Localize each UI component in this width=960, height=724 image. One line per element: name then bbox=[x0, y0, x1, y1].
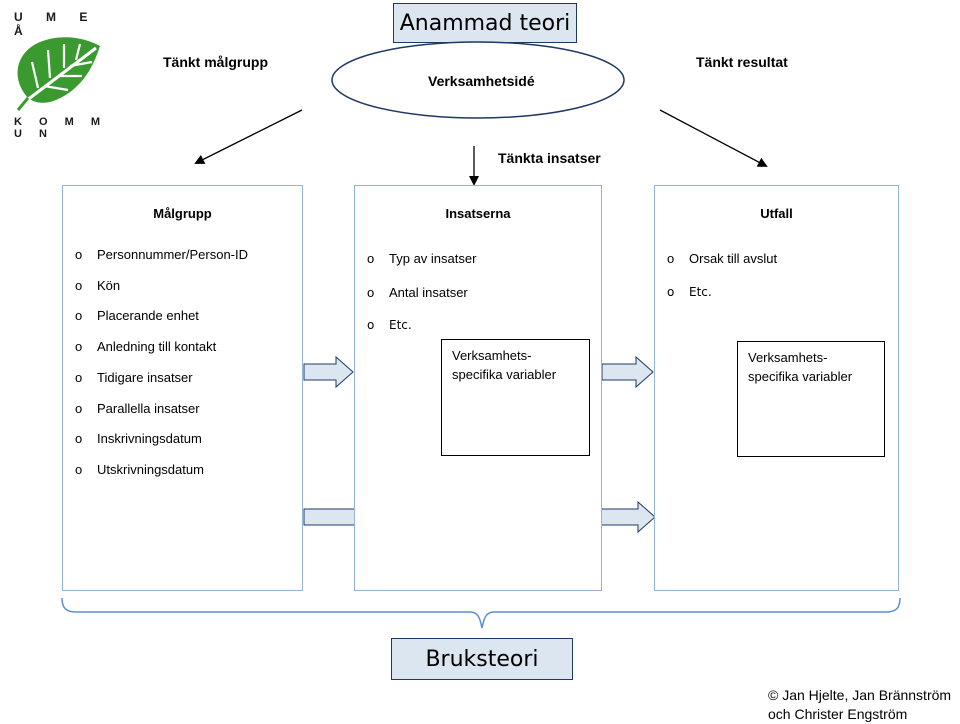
bruksteori-box: Bruksteori bbox=[391, 638, 573, 680]
variables-label-line1: Verksamhets- bbox=[452, 348, 532, 363]
variables-box-insatserna: Verksamhets- specifika variabler bbox=[441, 339, 590, 456]
variables-label-line2: specifika variabler bbox=[748, 369, 853, 384]
copyright-line2: och Christer Engström bbox=[768, 706, 908, 722]
target-group-label: Tänkt målgrupp bbox=[163, 54, 269, 70]
logo-bottom-text: K O M M U N bbox=[14, 116, 107, 140]
business-idea-label: Verksamhetsidé bbox=[428, 73, 535, 89]
logo: U M E Å K O M M U N bbox=[8, 10, 108, 140]
list-item: Anledning till kontakt bbox=[75, 332, 248, 363]
malgrupp-list: Personnummer/Person-ID Kön Placerande en… bbox=[75, 240, 248, 486]
list-item: Utskrivningsdatum bbox=[75, 455, 248, 486]
column-title-utfall: Utfall bbox=[760, 206, 793, 221]
planned-actions-label: Tänkta insatser bbox=[498, 150, 601, 166]
block-arrow-malgrupp-insatser bbox=[303, 355, 354, 389]
list-item: Orsak till avslut bbox=[667, 242, 777, 276]
birch-leaf-icon bbox=[16, 37, 101, 111]
theory-title-box: Anammad teori bbox=[393, 3, 577, 43]
bottom-brace bbox=[61, 597, 901, 629]
list-item: Kön bbox=[75, 271, 248, 302]
copyright-line1: © Jan Hjelte, Jan Brännström bbox=[768, 687, 952, 703]
logo-top-text: U M E Å bbox=[14, 10, 98, 38]
list-item: Placerande enhet bbox=[75, 301, 248, 332]
column-malgrupp: Målgrupp Personnummer/Person-ID Kön Plac… bbox=[62, 185, 303, 591]
result-label: Tänkt resultat bbox=[696, 54, 788, 70]
list-item: Personnummer/Person-ID bbox=[75, 240, 248, 271]
list-item: Tidigare insatser bbox=[75, 363, 248, 394]
variables-label-line1: Verksamhets- bbox=[748, 350, 828, 365]
list-item: Etc. bbox=[667, 276, 777, 310]
list-item: Antal insatser bbox=[367, 276, 476, 310]
column-title-insatserna: Insatserna bbox=[445, 206, 511, 221]
list-item: Etc. bbox=[367, 309, 476, 343]
column-title-malgrupp: Målgrupp bbox=[153, 206, 212, 221]
arrow-to-result bbox=[659, 109, 768, 167]
copyright: © Jan Hjelte, Jan Brännström och Christe… bbox=[768, 686, 951, 724]
utfall-list: Orsak till avslut Etc. bbox=[667, 242, 777, 309]
list-item: Typ av insatser bbox=[367, 242, 476, 276]
insatserna-list: Typ av insatser Antal insatser Etc. bbox=[367, 242, 476, 343]
list-item: Parallella insatser bbox=[75, 394, 248, 425]
variables-label-line2: specifika variabler bbox=[452, 367, 557, 382]
list-item: Inskrivningsdatum bbox=[75, 424, 248, 455]
block-arrow-insatser-utfall bbox=[601, 355, 654, 389]
variables-box-utfall: Verksamhets- specifika variabler bbox=[737, 341, 885, 457]
business-idea-ellipse bbox=[331, 41, 625, 119]
arrow-to-target-group bbox=[194, 109, 303, 164]
